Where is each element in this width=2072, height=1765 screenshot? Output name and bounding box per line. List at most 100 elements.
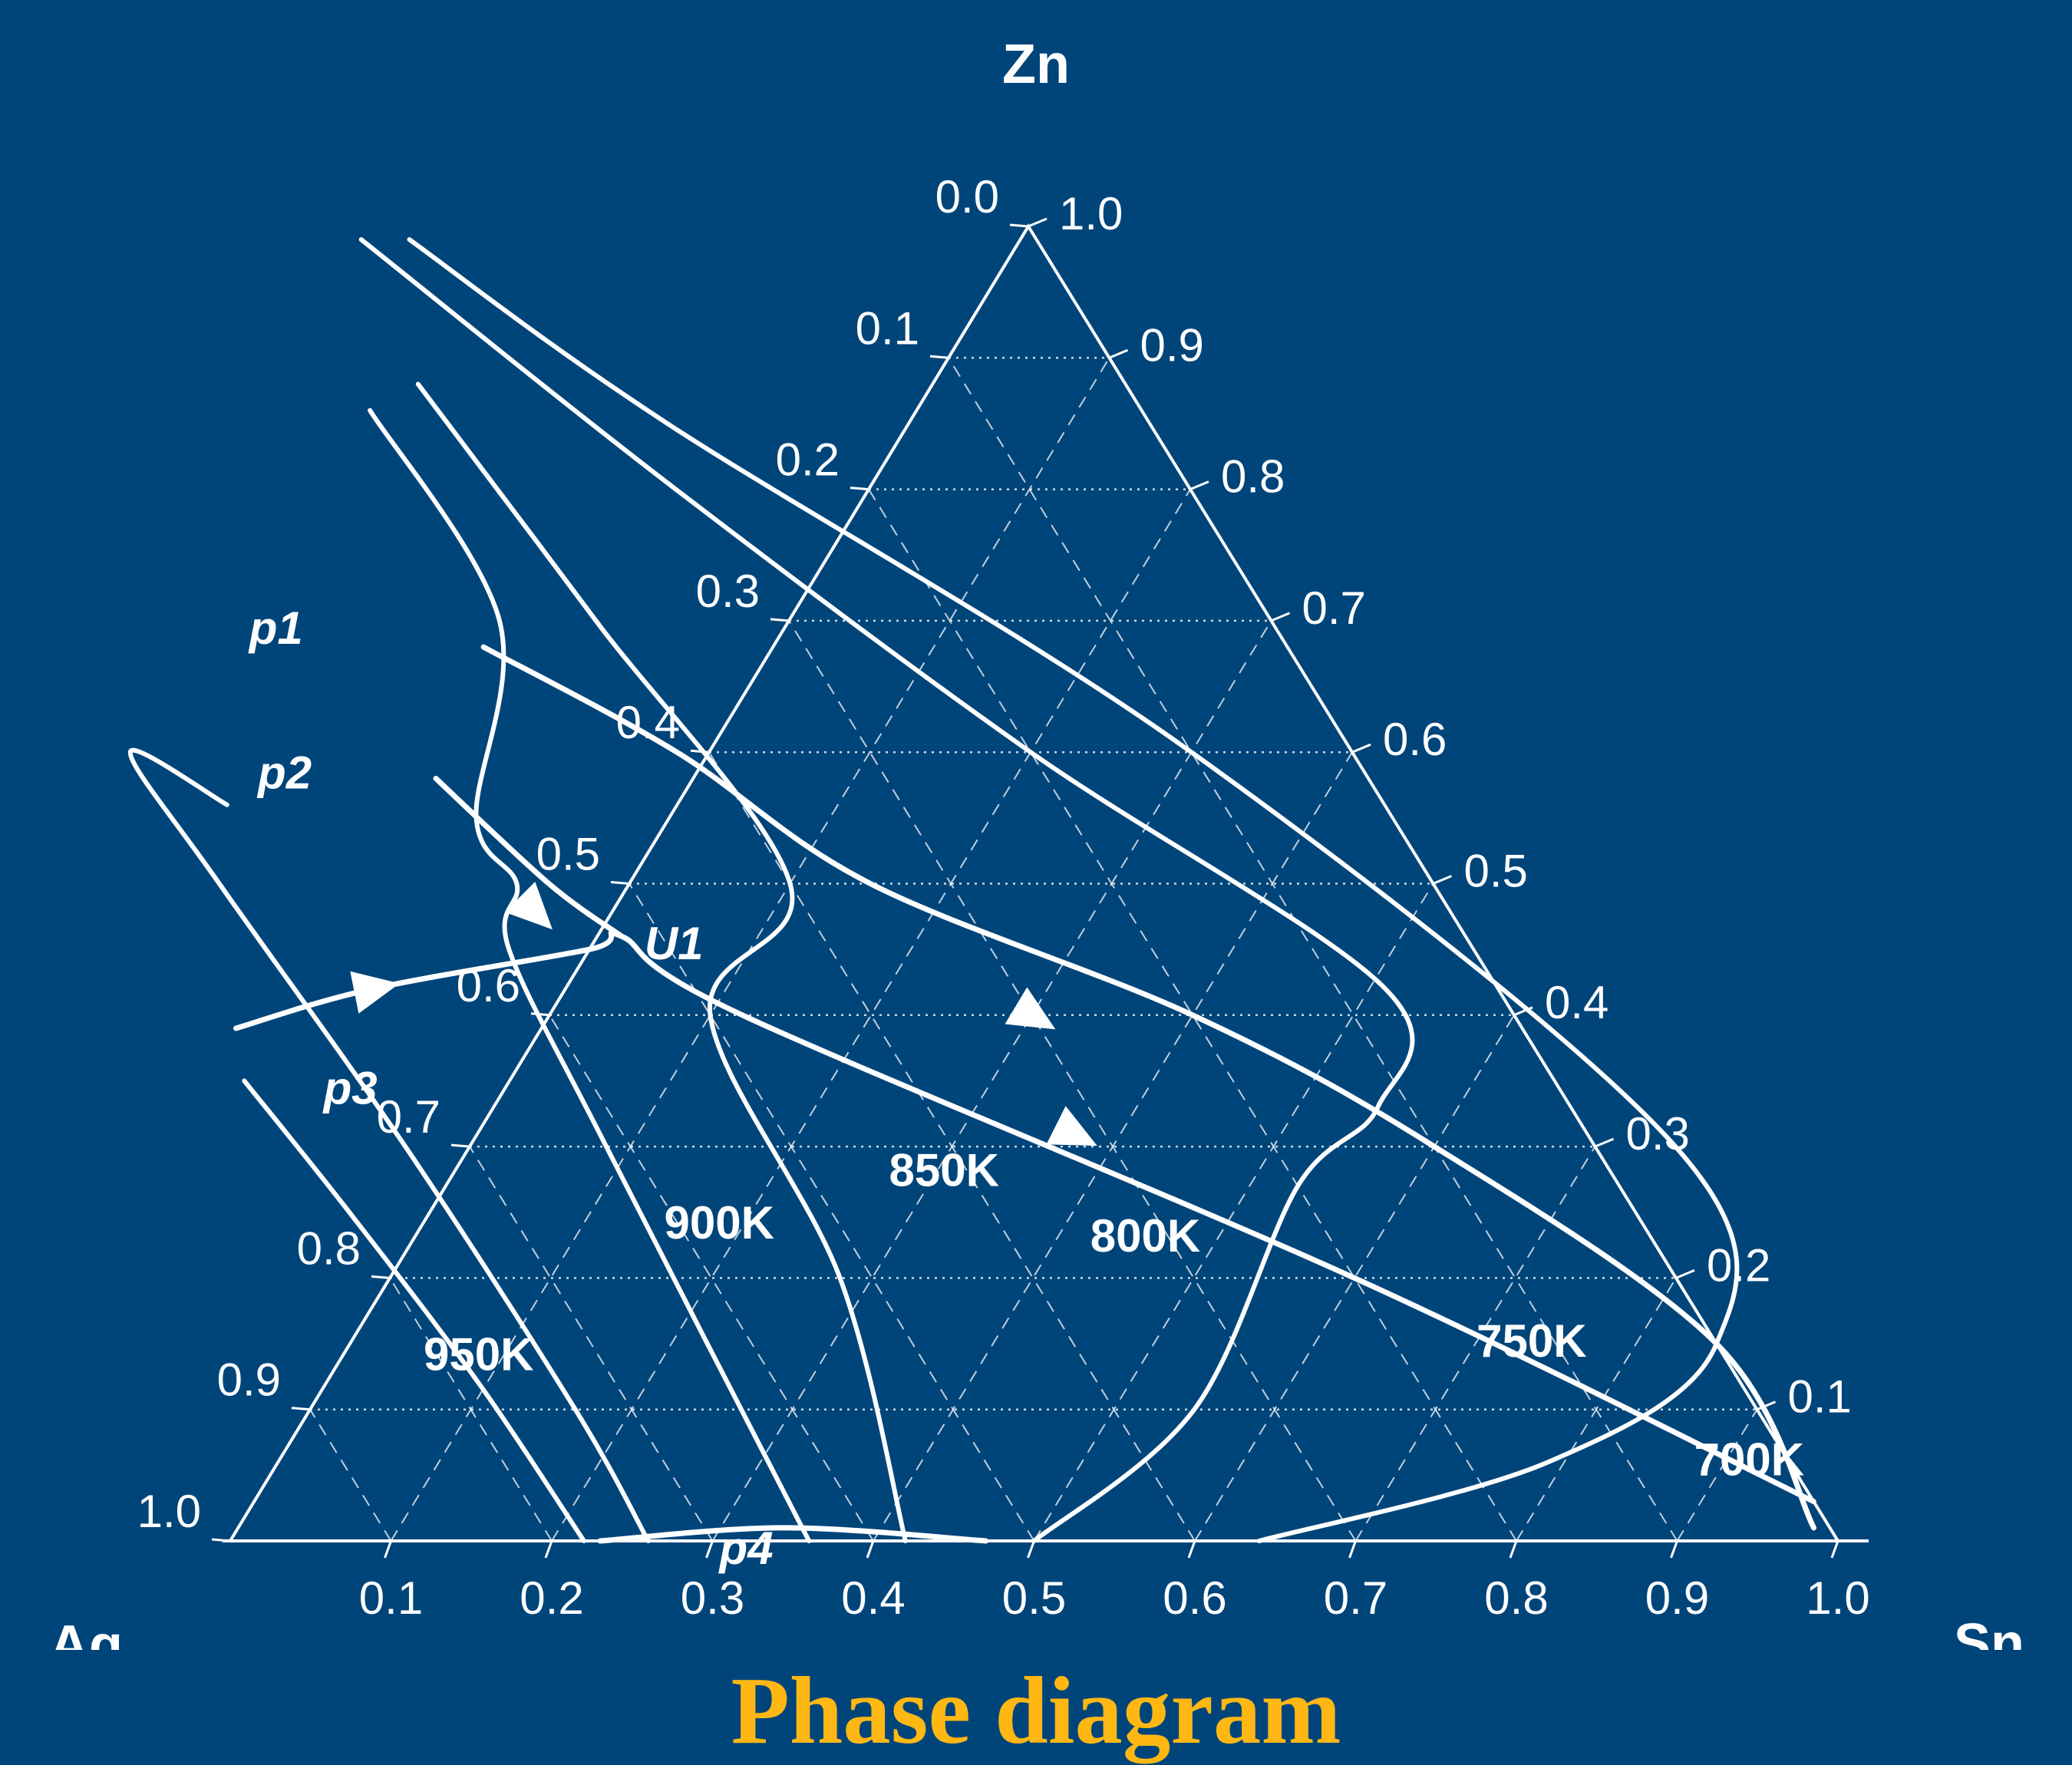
right-tick-mark — [1675, 1269, 1695, 1279]
left-axis-tick: 0.4 — [616, 697, 680, 748]
boundary-from-p3 — [233, 929, 1816, 1505]
right-axis-tick: 0.2 — [1707, 1239, 1770, 1291]
isotherm-750K — [358, 237, 1415, 1543]
right-tick-mark — [1108, 348, 1129, 359]
grid-line-diagonal — [711, 620, 1272, 1542]
point-label-U1: U1 — [645, 918, 704, 969]
isotherm-800K — [415, 381, 908, 1543]
left-tick-mark — [1009, 223, 1029, 228]
left-axis-tick: 0.2 — [776, 434, 840, 486]
bottom-axis-tick: 0.4 — [841, 1572, 905, 1624]
left-axis-tick: 0.3 — [696, 566, 760, 617]
right-tick-mark — [1432, 875, 1453, 885]
boundary-from-p4 — [597, 1525, 989, 1544]
point-label-p2: p2 — [256, 747, 312, 798]
isotherm-700K — [407, 237, 1740, 1543]
bottom-tick-mark — [1187, 1540, 1196, 1559]
bottom-axis-tick: 0.5 — [1002, 1572, 1066, 1624]
left-axis-tick: 0.7 — [377, 1091, 440, 1143]
boundary-from-p2 — [433, 775, 625, 939]
right-axis-tick: 0.5 — [1464, 846, 1528, 897]
bottom-tick-mark — [1830, 1540, 1839, 1559]
left-tick-mark — [450, 1143, 470, 1148]
right-axis-tick: 0.1 — [1788, 1371, 1852, 1423]
flow-arrow — [350, 971, 400, 1014]
right-tick-mark — [1351, 743, 1371, 754]
grid-line-diagonal — [390, 357, 1110, 1542]
isotherm-label-900K: 900K — [665, 1197, 774, 1249]
right-tick-mark — [1594, 1137, 1615, 1148]
right-axis-tick: 0.8 — [1221, 451, 1285, 503]
right-axis-tick: 0.4 — [1545, 977, 1608, 1028]
right-tick-mark — [1756, 1400, 1777, 1411]
bottom-axis-tick: 0.3 — [681, 1572, 744, 1624]
bottom-tick-mark — [866, 1540, 875, 1559]
left-tick-mark — [610, 881, 630, 885]
left-tick-mark — [291, 1407, 311, 1411]
isotherm-label-700K: 700K — [1694, 1433, 1804, 1485]
point-label-p3: p3 — [322, 1062, 378, 1113]
grid-line-diagonal — [948, 357, 1678, 1542]
right-tick-mark — [1189, 480, 1209, 490]
bottom-axis-tick: 0.6 — [1163, 1572, 1226, 1624]
right-tick-mark — [1270, 612, 1291, 622]
bottom-tick-mark — [1027, 1540, 1035, 1559]
grid-line-diagonal — [309, 1409, 392, 1542]
figure-caption: Phase diagram — [731, 1658, 1341, 1764]
right-axis-tick: 0.9 — [1140, 319, 1204, 371]
left-axis-tick: 0.5 — [536, 829, 600, 880]
grid-line-diagonal — [1033, 882, 1434, 1542]
corner-label-top: Zn — [1002, 34, 1070, 95]
right-axis-tick: 0.6 — [1383, 714, 1447, 765]
right-tick-mark — [1028, 217, 1048, 228]
grid-line-diagonal — [788, 620, 1357, 1542]
flow-arrow — [1005, 987, 1056, 1030]
grid-line-diagonal — [1676, 1409, 1758, 1542]
point-label-p1: p1 — [248, 602, 303, 654]
left-tick-mark — [770, 618, 790, 622]
bottom-axis-tick: 0.1 — [359, 1572, 423, 1624]
bottom-tick-mark — [1670, 1540, 1678, 1559]
grid-line-diagonal — [1354, 1146, 1596, 1542]
flow-arrow — [504, 881, 553, 930]
left-tick-mark — [211, 1538, 231, 1542]
isotherm-900K — [127, 747, 651, 1543]
bottom-tick-mark — [1509, 1540, 1518, 1559]
isotherm-label-800K: 800K — [1090, 1210, 1200, 1262]
left-axis-tick: 0.6 — [457, 960, 520, 1011]
bottom-axis-tick: 0.8 — [1484, 1572, 1548, 1624]
bottom-axis-tick: 0.7 — [1324, 1572, 1387, 1624]
right-axis-tick: 0.7 — [1302, 582, 1366, 634]
corner-label-left: Ag — [49, 1615, 123, 1650]
bottom-axis-tick: 0.2 — [520, 1572, 583, 1624]
left-axis-tick: 1.0 — [137, 1486, 201, 1537]
bottom-tick-mark — [384, 1540, 392, 1559]
grid-line-diagonal — [551, 489, 1191, 1542]
bottom-tick-mark — [705, 1540, 714, 1559]
left-axis-tick: 0.0 — [935, 171, 999, 223]
right-axis-tick: 0.3 — [1626, 1108, 1690, 1160]
bottom-tick-mark — [1348, 1540, 1357, 1559]
left-tick-mark — [929, 355, 949, 359]
point-label-p4: p4 — [718, 1523, 774, 1574]
right-axis-tick: 1.0 — [1059, 188, 1123, 239]
isotherm-label-950K: 950K — [424, 1328, 533, 1380]
isotherm-label-750K: 750K — [1476, 1315, 1586, 1367]
bottom-axis-tick: 1.0 — [1806, 1572, 1869, 1624]
left-axis-tick: 0.1 — [856, 302, 919, 354]
ternary-chart: 0.1 0.2 0.3 0.4 0.5 0.6 0.7 0.8 0.9 1.0 0.0 0.1 0.2 0… — [49, 34, 2024, 1650]
boundary-from-p1 — [480, 644, 1816, 1531]
grid-line-diagonal — [389, 1277, 553, 1542]
left-axis-tick: 0.9 — [217, 1354, 281, 1406]
bottom-axis-tick: 0.9 — [1645, 1572, 1709, 1624]
isotherm-850K — [368, 407, 812, 1543]
left-tick-mark — [371, 1275, 391, 1279]
isotherm-950K — [242, 1078, 586, 1543]
left-axis-tick: 0.8 — [297, 1222, 361, 1274]
isotherm-label-850K: 850K — [889, 1144, 999, 1196]
flow-arrow — [1046, 1106, 1097, 1146]
corner-label-right: Sn — [1954, 1613, 2024, 1650]
left-tick-mark — [850, 487, 869, 491]
grid-line-diagonal — [469, 1146, 714, 1542]
